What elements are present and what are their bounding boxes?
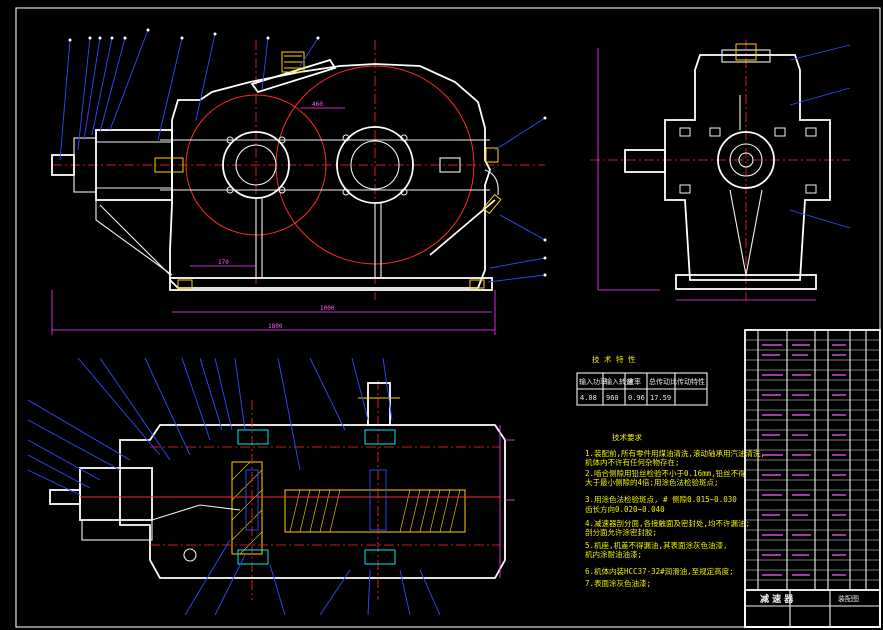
tech-cell-2: 0.96 [628,394,645,402]
tech-header-2: 效率 [627,377,641,386]
section-input-shaft-end [49,489,81,505]
req-line-11: 7.表面涂灰色油漆; [585,578,651,588]
section-intermediate-gear [231,461,263,555]
section-large-gear-hatch [289,489,461,533]
req-line-7: 剖分面允许涂密封胶; [585,527,657,537]
req-line-5: 齿长方向0.020~0.040 [585,504,665,514]
section-pin [183,548,197,562]
front-foot-left [177,279,193,289]
section-input-support [81,519,153,541]
front-dim-label-c: 1800 [268,323,283,330]
section-bearing-4 [364,549,396,565]
title-block-sub: 装配图 [838,594,859,603]
front-support-brace-b [99,204,171,276]
tech-cell-1: 960 [606,394,619,402]
requirements-block: 技术要求 1.装配前,所有零件用煤油清洗,滚动轴承用汽油清洗, 机体内不许有任何… [585,432,765,588]
front-oil-gauge-head [482,193,502,215]
front-support-brace [95,200,173,276]
front-housing-outline [169,63,491,289]
side-view [590,40,851,301]
side-bearing-boss-outer [717,131,775,189]
side-housing-outline [664,54,831,281]
requirements-title: 技术要求 [612,432,642,442]
side-bolts [679,127,817,194]
top-section-view [27,357,515,616]
front-base-plate [169,277,493,291]
section-bearing-3 [364,429,396,445]
tech-header-0: 输入功率 [579,377,607,386]
section-arm [151,504,241,521]
tech-cell-0: 4.08 [580,394,597,402]
front-inspection-cover [250,58,337,94]
parts-list-entries [762,344,846,576]
section-bearing-2 [237,549,269,565]
req-line-3: 大于最小侧隙的4倍;用涂色法检验斑点; [585,477,719,487]
section-input-bearing [79,467,153,521]
tech-header-3: 总传动比 [649,377,677,386]
section-leaders [27,357,441,616]
front-leaders [59,29,546,283]
req-line-4: 3.用涂色法检验斑点, # 侧隙0.015~0.030 [585,494,737,504]
front-dim-label-e: 170 [218,259,229,266]
front-vent-plug [281,51,305,73]
req-line-9: 机内涂耐油油漆; [585,549,642,559]
section-large-gear [284,489,466,533]
req-line-0: 1.装配前,所有零件用煤油清洗,滚动轴承用汽油清洗, [585,448,765,458]
section-key-slot [369,469,387,531]
side-top-cap [721,49,771,63]
side-bearing-boss-mid [729,143,763,177]
side-vent [735,43,757,61]
section-key-slot-2 [245,469,259,531]
front-view: 460 1000 1800 170 [51,28,547,335]
side-base [675,274,817,290]
tech-table-title: 技 术 特 性 [592,354,636,364]
front-dim-label-a: 460 [312,101,323,108]
parts-list-rows [745,339,880,591]
side-bearing-boss-inner [738,152,754,168]
section-intermediate-gear-hatch [231,461,263,555]
req-line-8: 5.机座,机盖不得漏油,其表面涂灰色油漆, [585,540,728,550]
req-line-10: 6.机体内装HCC37-32#润滑油,至规定高度; [585,566,734,576]
front-boss-right-inner [350,140,400,190]
tech-table: 技 术 特 性 输入功率 输入转速 效率 总传动比 传动特性 4.08 960 … [576,354,708,406]
parts-list: 减 速 器 装配图 [744,329,881,628]
side-shaft-end [624,149,666,173]
req-line-1: 机体内不许有任何杂物存在; [585,457,680,467]
front-leader-tags [68,28,547,277]
front-input-bearing-housing [95,129,173,201]
front-lifting-hook [484,169,499,196]
front-foot-right [469,279,485,289]
section-housing-outline [119,424,506,579]
tech-cell-3: 17.59 [650,394,671,402]
req-line-6: 4.减速器剖分面,各接触面及密封处,均不许漏油; [585,518,750,528]
front-boss-bolts [226,134,408,196]
side-leaders [789,44,851,229]
title-block-name: 减 速 器 [760,593,794,605]
front-boss-left-inner [235,144,277,186]
front-dim-label-b: 1000 [320,305,335,312]
section-output-shaft [367,382,391,426]
tech-header-4: 传动特性 [677,377,705,386]
front-drain-plug [485,147,499,163]
title-block [744,589,881,628]
front-flange-bolt-left [154,157,184,173]
sheet-outer-frame [15,7,881,628]
front-flange-bolt-right [439,157,461,173]
section-bearing-1 [237,429,269,445]
tech-header-1: 输入转速 [605,377,633,386]
req-line-2: 2.啮合侧隙用铅丝检验不小于0.16mm,铅丝不得 [585,468,746,478]
